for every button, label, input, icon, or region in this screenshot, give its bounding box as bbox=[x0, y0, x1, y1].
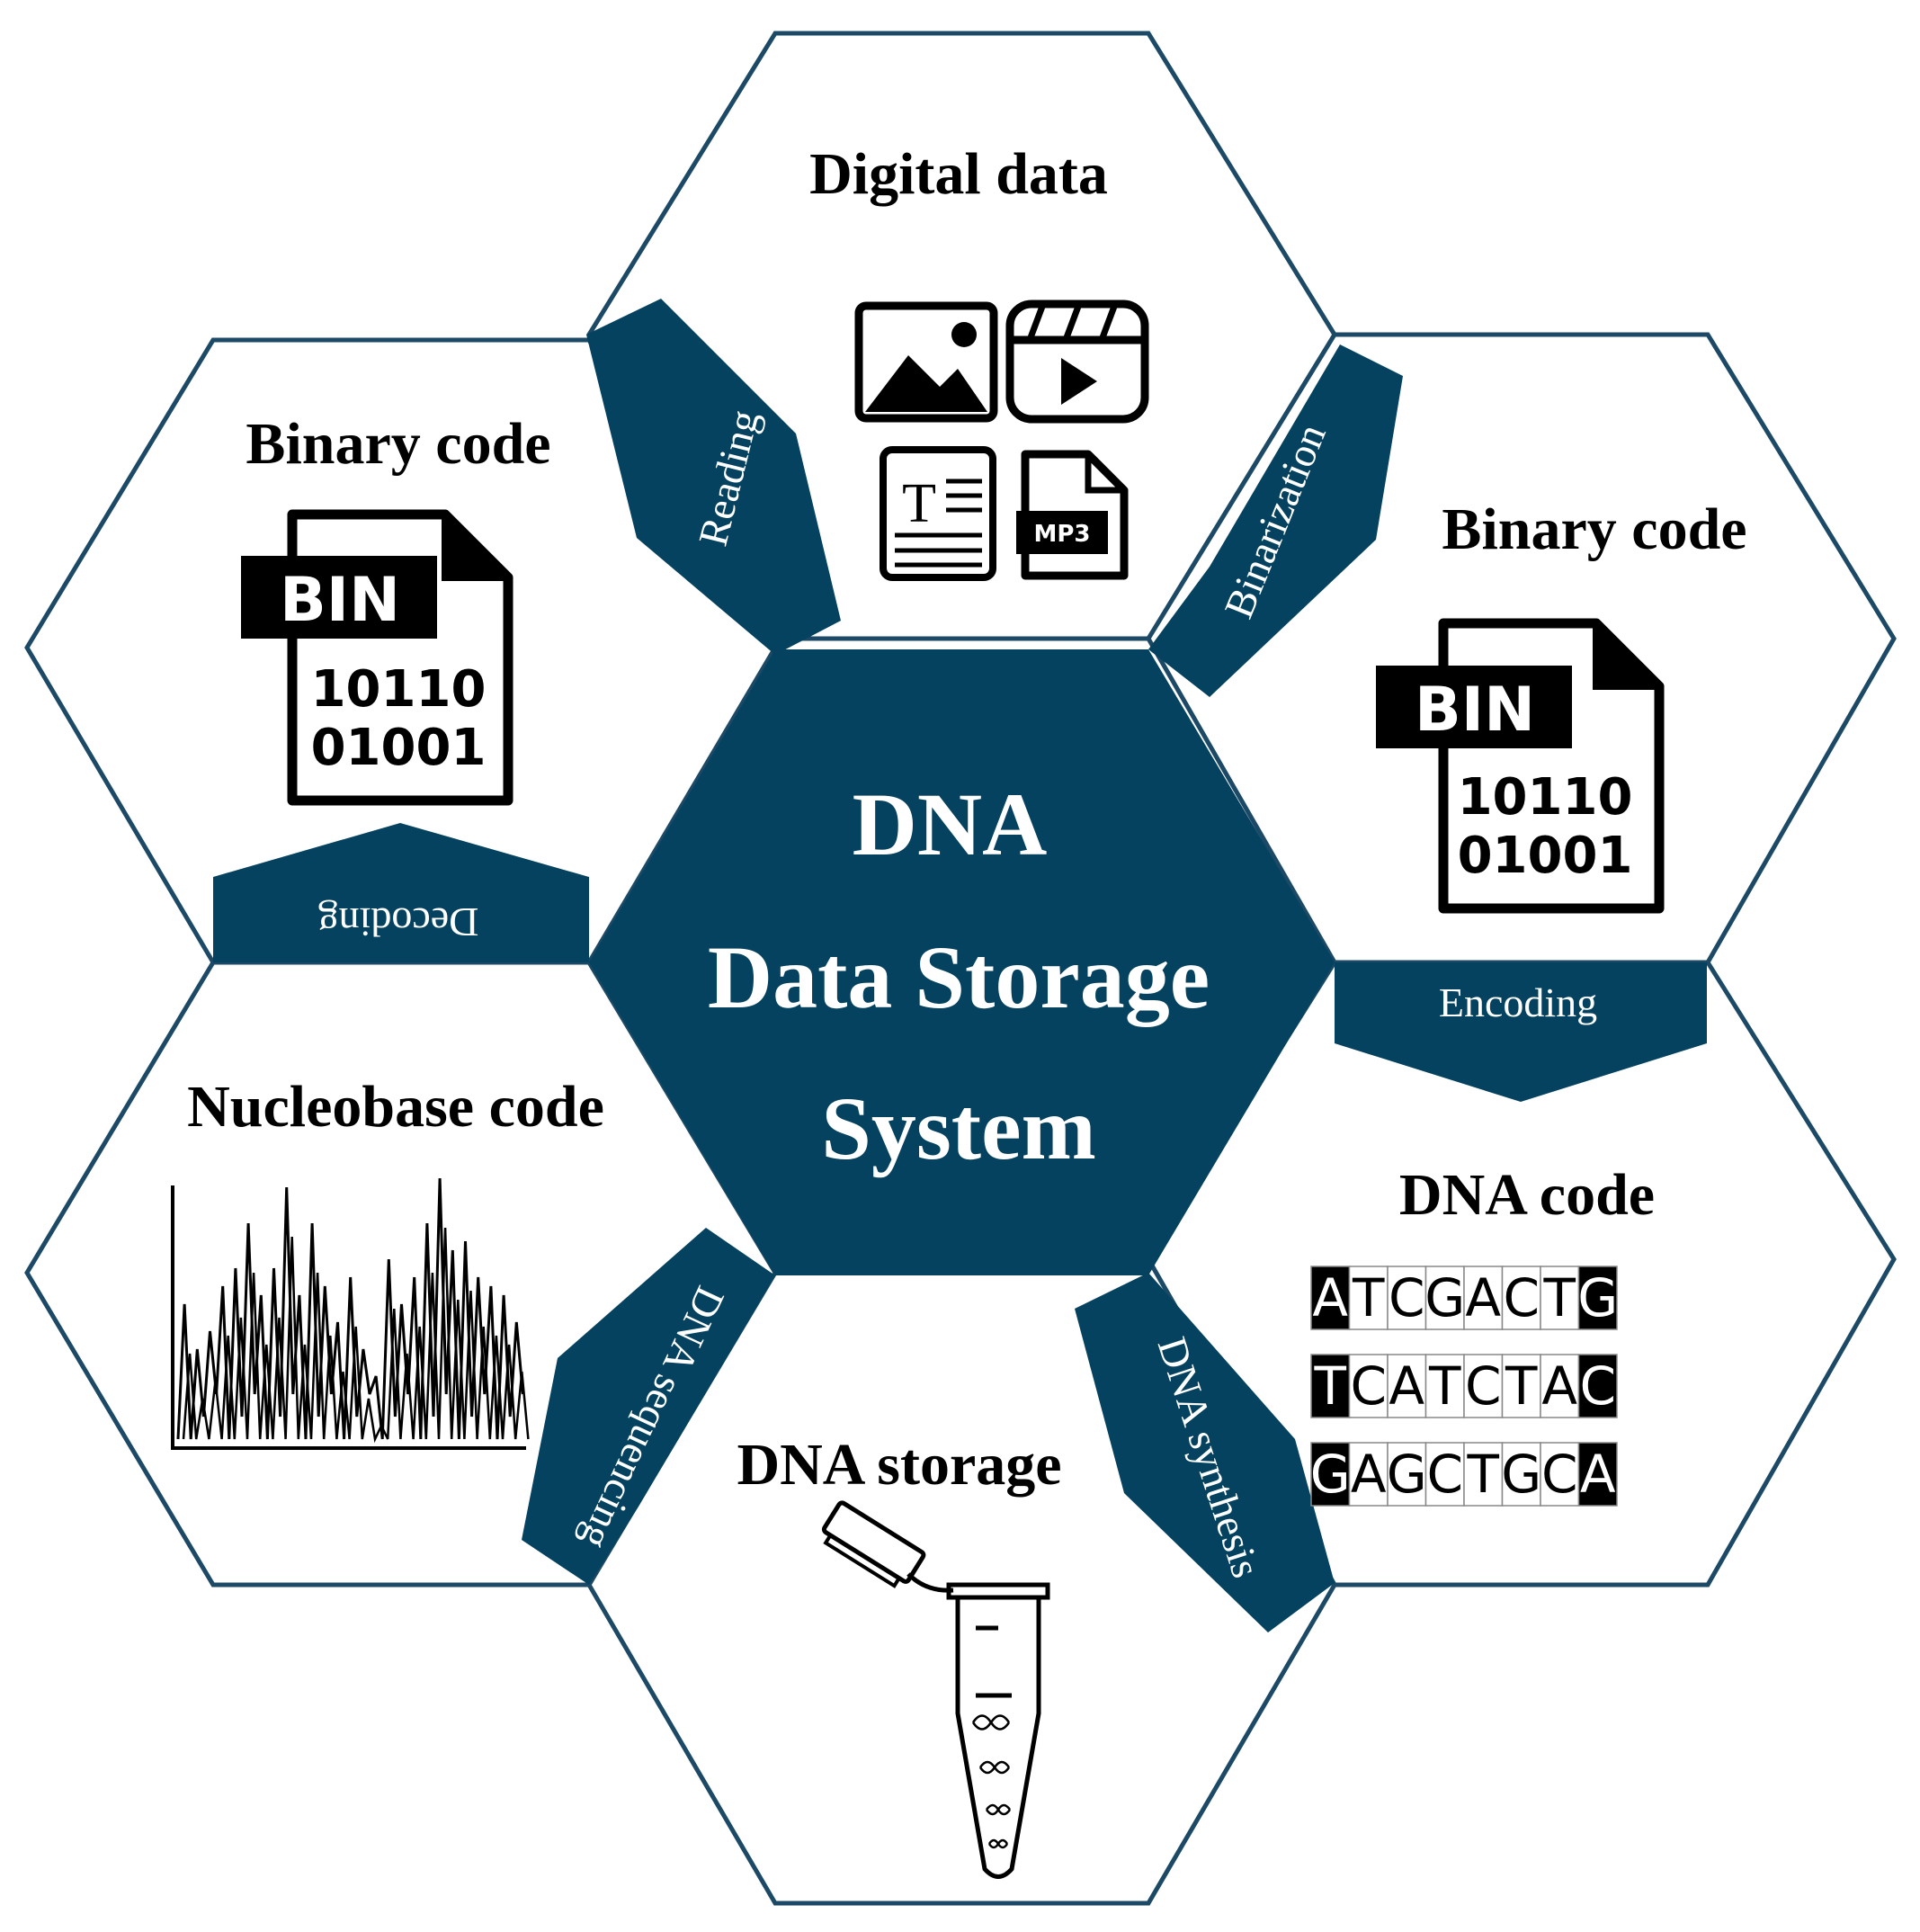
dna-base-cell bbox=[1540, 1266, 1580, 1330]
dna-base-letter: C bbox=[1351, 1355, 1388, 1417]
step-encoding: Encoding bbox=[1335, 962, 1707, 1102]
dna-base-cell bbox=[1463, 1442, 1504, 1507]
dna-base-letter: A bbox=[1351, 1444, 1387, 1505]
dna-base-letter: T bbox=[1352, 1267, 1385, 1328]
bin-tag-left: BIN bbox=[280, 565, 400, 636]
dna-base-letter: T bbox=[1543, 1267, 1576, 1328]
dna-tube-icon bbox=[821, 1500, 1050, 1879]
dna-base-letter: A bbox=[1580, 1444, 1616, 1505]
dna-base-letter: G bbox=[1424, 1267, 1465, 1328]
dna-base-letter: A bbox=[1465, 1267, 1501, 1328]
hex-center bbox=[589, 649, 1335, 1275]
bin-file-icon-right: BIN 10110 01001 bbox=[1376, 618, 1665, 914]
dna-base-letter: A bbox=[1312, 1267, 1348, 1328]
step-decoding-label: Decoding bbox=[318, 899, 479, 945]
bin-line2-right: 01001 bbox=[1458, 827, 1633, 885]
dna-storage-title: DNA storage bbox=[737, 1432, 1061, 1498]
bin-line1-right: 10110 bbox=[1458, 768, 1633, 827]
dna-base-cell bbox=[1501, 1354, 1541, 1418]
center-title-line3: System bbox=[821, 1078, 1096, 1178]
dna-base-cell bbox=[1424, 1354, 1465, 1418]
dna-base-cell bbox=[1387, 1266, 1427, 1330]
dna-base-cell bbox=[1577, 1266, 1618, 1330]
dna-base-letter: T bbox=[1467, 1444, 1500, 1505]
dna-base-cell bbox=[1501, 1442, 1541, 1507]
step-decoding: Decoding bbox=[213, 823, 589, 962]
dna-base-cell bbox=[1577, 1354, 1618, 1418]
step-encoding-label: Encoding bbox=[1439, 979, 1597, 1025]
dna-base-letter: T bbox=[1505, 1355, 1538, 1417]
dna-base-letter: G bbox=[1310, 1444, 1351, 1505]
dna-base-cell bbox=[1540, 1354, 1580, 1418]
dna-base-letter: G bbox=[1577, 1267, 1618, 1328]
image-icon bbox=[854, 301, 998, 423]
bin-tag-right: BIN bbox=[1415, 675, 1535, 746]
dna-base-cell bbox=[1463, 1266, 1504, 1330]
text-document-icon: T bbox=[880, 446, 996, 581]
dna-base-letter: C bbox=[1389, 1267, 1425, 1328]
video-icon bbox=[1005, 300, 1149, 424]
dna-base-letter: G bbox=[1387, 1444, 1427, 1505]
dna-base-letter: T bbox=[1428, 1355, 1461, 1417]
mp3-file-icon: MP3 bbox=[1016, 450, 1129, 580]
dna-base-letter: A bbox=[1541, 1355, 1577, 1417]
digital-data-title: Digital data bbox=[809, 141, 1108, 207]
dna-base-cell bbox=[1424, 1266, 1465, 1330]
dna-base-letter: C bbox=[1580, 1355, 1617, 1417]
bin-line1-left: 10110 bbox=[311, 660, 487, 719]
dna-base-letter: C bbox=[1465, 1355, 1502, 1417]
dna-base-letter: G bbox=[1501, 1444, 1541, 1505]
dna-base-letter: A bbox=[1389, 1355, 1424, 1417]
dna-code-title: DNA code bbox=[1399, 1162, 1655, 1228]
center-title-line1: DNA bbox=[853, 774, 1048, 874]
nucleobase-title: Nucleobase code bbox=[187, 1074, 604, 1140]
binary-left-title: Binary code bbox=[246, 411, 550, 477]
dna-base-letter: C bbox=[1541, 1444, 1578, 1505]
sequencing-chromatogram-icon bbox=[171, 1177, 530, 1450]
svg-text:T: T bbox=[902, 473, 936, 534]
dna-base-cell bbox=[1577, 1442, 1618, 1507]
bin-line2-left: 01001 bbox=[311, 719, 487, 777]
dna-base-letter: T bbox=[1314, 1355, 1347, 1417]
dna-base-cell bbox=[1310, 1354, 1351, 1418]
dna-base-cell bbox=[1348, 1442, 1389, 1507]
center-title-line2: Data Storage bbox=[708, 927, 1210, 1027]
binary-right-title: Binary code bbox=[1442, 496, 1746, 562]
dna-base-letter: C bbox=[1427, 1444, 1464, 1505]
bin-file-icon-left: BIN 10110 01001 bbox=[241, 509, 513, 806]
mp3-label: MP3 bbox=[1033, 521, 1090, 548]
step-reading: Reading bbox=[586, 299, 841, 655]
dna-base-letter: C bbox=[1504, 1267, 1540, 1328]
dna-base-cell bbox=[1501, 1266, 1541, 1330]
